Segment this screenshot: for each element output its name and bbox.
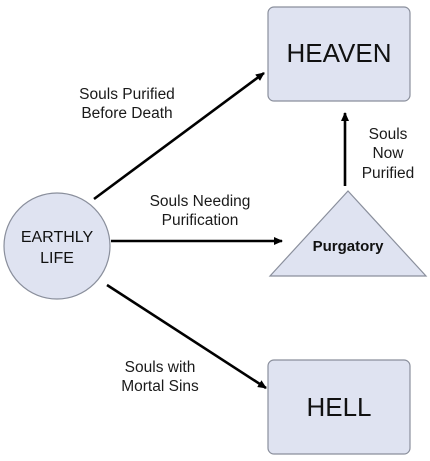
heaven-box	[267, 6, 411, 102]
earthly-life-label: EARTHLY LIFE	[4, 228, 110, 270]
edge-label-purgatory-to-heaven-line3: Purified	[361, 164, 415, 182]
edge-label-life-to-heaven-line1: Souls Purified	[79, 86, 175, 103]
edge-label-life-to-heaven: Souls Purified Before Death	[52, 85, 202, 124]
edge-label-life-to-hell-line2: Mortal Sins	[121, 378, 199, 396]
earthly-life-line2: LIFE	[40, 249, 74, 267]
edge-label-life-to-hell-line1: Souls with	[124, 359, 196, 376]
purgatory-triangle	[268, 190, 428, 277]
arrow-life-to-hell	[106, 283, 267, 390]
edge-label-purgatory-to-heaven-line1: Souls	[368, 126, 408, 143]
edge-label-life-to-purgatory-line2: Purification	[161, 212, 239, 230]
edge-label-purgatory-to-heaven: Souls Now Purified	[348, 125, 428, 183]
hell-label: HELL	[306, 392, 372, 422]
edge-label-life-to-purgatory-line1: Souls Needing	[149, 193, 251, 210]
edge-label-purgatory-to-heaven-line2: Now	[372, 145, 404, 163]
arrow-life-to-heaven	[93, 71, 265, 201]
edge-label-life-to-hell: Souls with Mortal Sins	[100, 358, 220, 397]
earthly-life-line1: EARTHLY	[20, 229, 94, 246]
hell-box	[267, 359, 411, 455]
purgatory-label: Purgatory	[312, 238, 384, 255]
heaven-label: HEAVEN	[286, 38, 392, 68]
earthly-life-circle	[3, 192, 111, 300]
edge-label-life-to-purgatory: Souls Needing Purification	[130, 192, 270, 231]
edge-label-life-to-heaven-line2: Before Death	[81, 105, 173, 123]
